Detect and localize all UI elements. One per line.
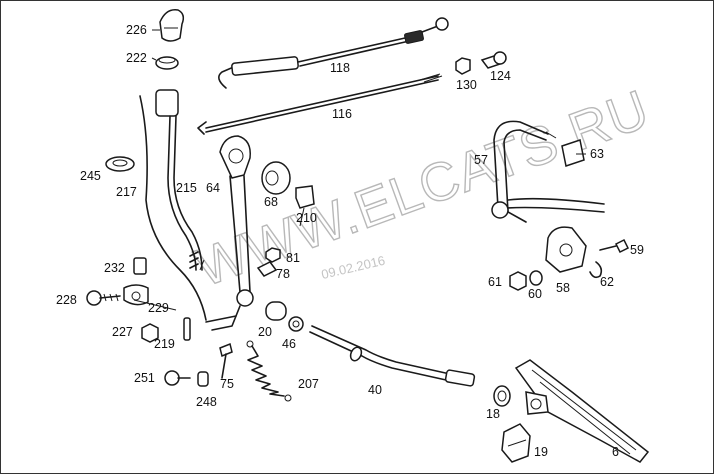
part-labels: 226 222 118 130 124 116 245 217 215 64 6… xyxy=(56,23,644,459)
label-61: 61 xyxy=(488,275,502,289)
part-229-bracket[interactable] xyxy=(123,284,149,306)
part-75-bolt[interactable] xyxy=(219,342,233,379)
pedal-pivot xyxy=(525,391,549,415)
part-81-nut[interactable] xyxy=(265,247,281,263)
label-78: 78 xyxy=(276,267,290,281)
part-124-ball-joint[interactable] xyxy=(480,51,507,69)
part-219-pin[interactable] xyxy=(183,317,191,341)
part-64-lever-arm[interactable] xyxy=(205,135,254,331)
part-57-shaft[interactable] xyxy=(491,120,605,223)
label-68: 68 xyxy=(264,195,278,209)
label-130: 130 xyxy=(456,78,477,92)
date-stamp: 09.02.2016 xyxy=(320,253,387,282)
part-18-bushing[interactable] xyxy=(493,385,511,407)
label-63: 63 xyxy=(590,147,604,161)
part-63-bracket[interactable] xyxy=(561,139,585,167)
part-217-gear-lever[interactable] xyxy=(139,89,207,321)
part-116-rod[interactable] xyxy=(197,73,443,135)
label-215: 215 xyxy=(176,181,197,195)
part-78-washer[interactable] xyxy=(256,261,278,277)
part-61-nut[interactable] xyxy=(509,271,527,291)
label-20: 20 xyxy=(258,325,272,339)
label-226: 226 xyxy=(126,23,147,37)
label-81: 81 xyxy=(286,251,300,265)
part-46-ring[interactable] xyxy=(288,316,304,332)
label-59: 59 xyxy=(630,243,644,257)
part-248-clip[interactable] xyxy=(197,371,209,387)
label-245: 245 xyxy=(80,169,101,183)
label-64: 64 xyxy=(206,181,220,195)
part-60-washer[interactable] xyxy=(529,270,543,286)
label-248: 248 xyxy=(196,395,217,409)
label-75: 75 xyxy=(220,377,234,391)
label-251: 251 xyxy=(134,371,155,385)
part-68-bushing[interactable] xyxy=(261,161,291,195)
part-232-sleeve[interactable] xyxy=(133,257,147,275)
part-207-spring[interactable] xyxy=(246,340,292,402)
part-6-pedal[interactable] xyxy=(514,359,650,463)
part-59-screw[interactable] xyxy=(599,238,630,254)
part-118-rod[interactable] xyxy=(218,17,449,89)
label-207: 207 xyxy=(298,377,319,391)
label-217: 217 xyxy=(116,185,137,199)
part-20-bushing[interactable] xyxy=(265,301,287,321)
label-62: 62 xyxy=(600,275,614,289)
part-58-bearing[interactable] xyxy=(545,226,587,273)
part-222-collar[interactable] xyxy=(155,56,179,70)
label-219: 219 xyxy=(154,337,175,351)
watermark-text: WWW.ELCATS.RU xyxy=(188,79,657,299)
label-228: 228 xyxy=(56,293,77,307)
label-6: 6 xyxy=(612,445,619,459)
label-19: 19 xyxy=(534,445,548,459)
label-118: 118 xyxy=(330,61,350,75)
label-210: 210 xyxy=(296,211,317,225)
part-130-nut[interactable] xyxy=(455,57,471,75)
label-222: 222 xyxy=(126,51,147,65)
label-40: 40 xyxy=(368,383,382,397)
label-18: 18 xyxy=(486,407,500,421)
watermark: WWW.ELCATS.RU xyxy=(187,78,657,299)
part-62-circlip[interactable] xyxy=(589,261,603,279)
label-124: 124 xyxy=(490,69,511,83)
part-19-pad[interactable] xyxy=(501,423,531,463)
part-226-knob[interactable] xyxy=(159,9,185,42)
part-227-nut[interactable] xyxy=(141,323,159,343)
part-210-clip[interactable] xyxy=(295,185,315,209)
label-58: 58 xyxy=(556,281,570,295)
part-245-grommet[interactable] xyxy=(105,156,135,172)
part-40-shift-rod[interactable] xyxy=(309,325,476,387)
label-57: 57 xyxy=(474,153,488,167)
label-46: 46 xyxy=(282,337,296,351)
label-227: 227 xyxy=(112,325,133,339)
label-116: 116 xyxy=(332,107,352,121)
label-60: 60 xyxy=(528,287,542,301)
part-251-bolt[interactable] xyxy=(164,370,191,386)
leader-lines xyxy=(133,29,586,311)
part-228-screw[interactable] xyxy=(86,290,121,306)
label-232: 232 xyxy=(104,261,125,275)
label-229: 229 xyxy=(148,301,169,315)
